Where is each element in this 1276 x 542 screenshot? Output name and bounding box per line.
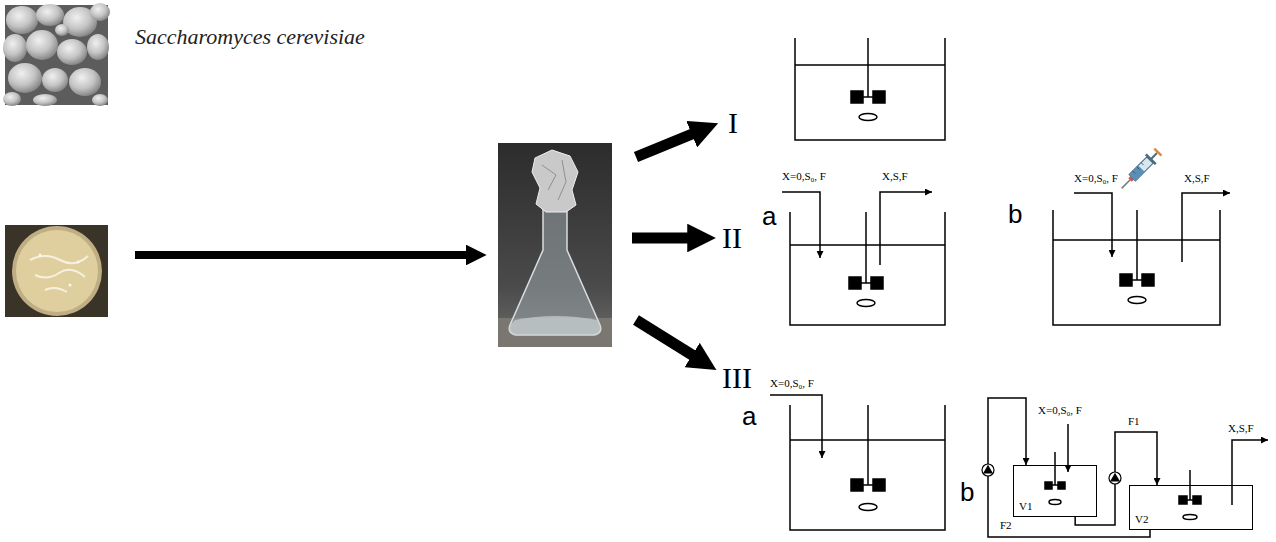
stream-label: X,S,F — [1184, 172, 1210, 185]
batch-reactor — [795, 38, 945, 140]
panel-letter: a — [742, 402, 756, 430]
pump-symbol — [1109, 472, 1121, 484]
pulse-reactor — [1053, 193, 1230, 325]
syringe-icon — [1117, 146, 1164, 193]
flask-photo — [498, 143, 612, 347]
stream-label: X=0,S₀, F — [1038, 404, 1082, 417]
panel-letter: b — [1008, 200, 1022, 228]
stream-label: X,S,F — [882, 170, 908, 183]
vessel-box: V2 — [1129, 485, 1253, 530]
vessel-box: V1 — [1013, 465, 1097, 517]
process-arrows — [135, 132, 697, 358]
stream-label: X=0,S₀, F — [1074, 172, 1118, 185]
vessel-label: V2 — [1135, 513, 1148, 526]
vessel-label: V1 — [1019, 500, 1032, 513]
fed-batch-reactor — [770, 395, 945, 530]
panel-letter: a — [762, 202, 776, 230]
stage-numeral: II — [722, 221, 742, 255]
flow-line — [988, 398, 1150, 537]
flow-line — [1075, 432, 1157, 525]
flow-rate-label: F1 — [1128, 415, 1140, 428]
species-name: Saccharomyces cerevisiae — [135, 24, 365, 50]
stream-label: X=0,S₀, F — [782, 170, 826, 183]
yeast-micrograph — [3, 3, 110, 106]
stage-numeral: I — [728, 106, 738, 140]
continuous-reactor — [782, 192, 945, 325]
stage-numeral: III — [722, 361, 752, 395]
stream-label: X,S,F — [1228, 422, 1254, 435]
petri-dish — [5, 225, 108, 317]
stream-label: X=0,S₀, F — [770, 377, 814, 390]
pump-symbol — [982, 464, 994, 476]
panel-letter: b — [960, 478, 974, 506]
flow-rate-label: F2 — [1000, 519, 1012, 532]
